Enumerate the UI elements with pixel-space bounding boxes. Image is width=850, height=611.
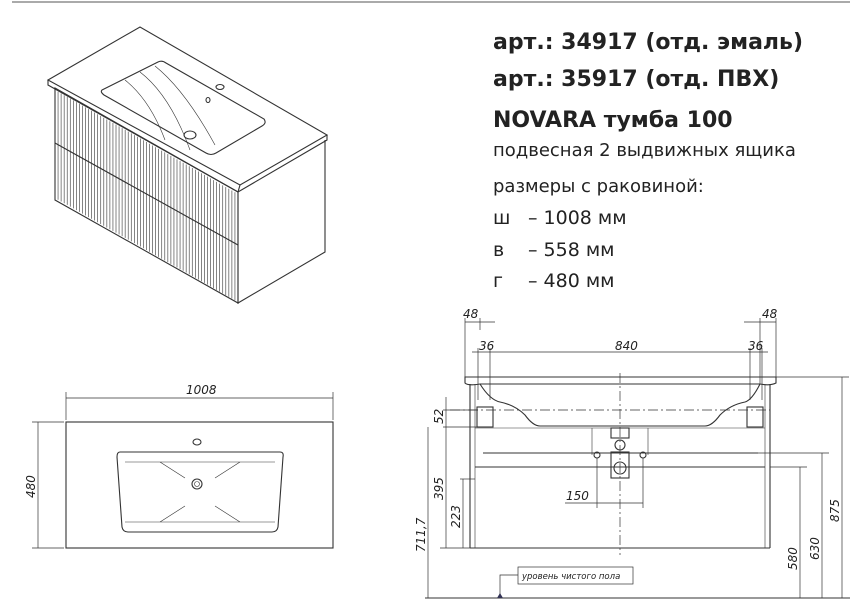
model-title: NOVARA тумба 100: [493, 108, 733, 133]
sizes-title: размеры с раковиной:: [493, 176, 704, 197]
article-enamel: арт.: 34917 (отд. эмаль): [493, 30, 804, 55]
dim-711: 711,7: [414, 517, 428, 552]
model-description: подвесная 2 выдвижных ящика: [493, 140, 796, 161]
dim-395: 395: [432, 477, 446, 500]
plan-view: 1008 480: [24, 383, 334, 549]
dim-1008: 1008: [186, 383, 217, 397]
front-view: 48 48 36 36 840 52 395 223 711,7 150 580…: [414, 307, 850, 599]
dim-223: 223: [449, 505, 463, 528]
dim-840: 840: [615, 339, 638, 353]
size-label-width: ш: [493, 207, 511, 229]
size-label-height: в: [493, 239, 505, 261]
dim-630: 630: [808, 537, 822, 560]
size-value-height: – 558 мм: [528, 239, 615, 261]
size-value-width: – 1008 мм: [528, 207, 627, 229]
dim-36-left: 36: [479, 339, 495, 353]
dim-48-right: 48: [762, 307, 778, 321]
dim-36-right: 36: [748, 339, 764, 353]
dim-48-left: 48: [463, 307, 479, 321]
size-label-depth: г: [493, 270, 503, 292]
dim-875: 875: [828, 499, 842, 522]
dim-480: 480: [24, 475, 38, 498]
dim-580: 580: [786, 547, 800, 570]
size-value-depth: – 480 мм: [528, 270, 615, 292]
isometric-view: [46, 26, 329, 304]
dim-52: 52: [432, 409, 446, 424]
article-pvc: арт.: 35917 (отд. ПВХ): [493, 67, 780, 92]
floor-level-label: уровень чистого пола: [521, 572, 620, 582]
dim-150: 150: [566, 489, 589, 503]
